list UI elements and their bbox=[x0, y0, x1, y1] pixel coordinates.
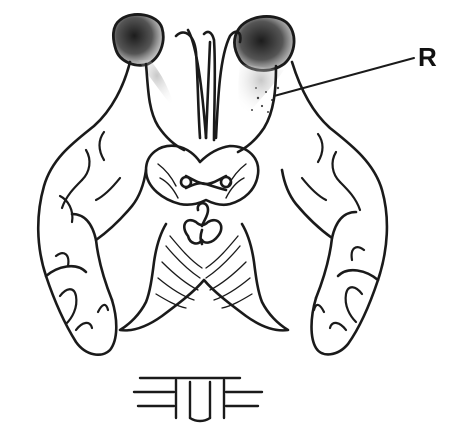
optic-chiasm-region bbox=[146, 146, 258, 205]
left-hemisphere bbox=[38, 62, 184, 355]
pons-region bbox=[120, 224, 288, 330]
right-olfactory-bulb bbox=[234, 16, 294, 118]
left-sulci bbox=[56, 132, 120, 330]
left-olfactory-bulb bbox=[113, 14, 176, 112]
mammillary-region bbox=[184, 203, 221, 244]
label-r-leader-line bbox=[274, 58, 414, 96]
olfactory-tracts bbox=[176, 30, 240, 140]
right-hemisphere bbox=[238, 62, 387, 354]
label-r: R bbox=[418, 42, 437, 72]
medulla-stub bbox=[134, 378, 262, 421]
